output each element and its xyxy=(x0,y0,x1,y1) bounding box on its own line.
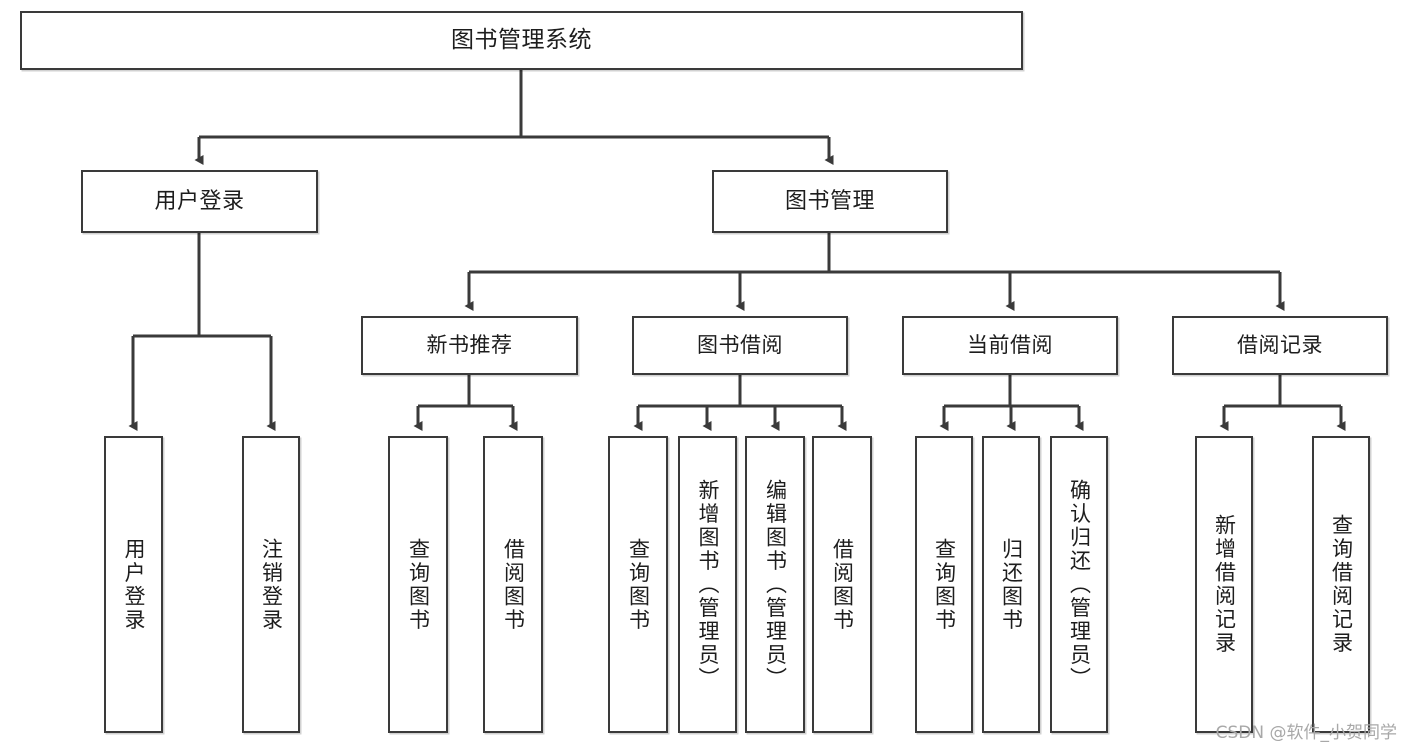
node-label: 新书推荐 xyxy=(426,333,513,358)
node-label: 当前借阅 xyxy=(967,333,1053,358)
node-label: 借阅图书 xyxy=(501,537,526,632)
node-label: 用户登录 xyxy=(122,537,146,632)
node-leaf-query-book-3[interactable]: 查询图书 xyxy=(915,436,973,733)
node-user-login[interactable]: 用户登录 xyxy=(81,170,318,233)
connector-currentborrow-to-leaves xyxy=(939,375,1084,431)
node-leaf-edit-book[interactable]: 编辑图书（管理员） xyxy=(745,436,805,733)
node-label: 图书管理 xyxy=(784,188,875,214)
node-borrow-record[interactable]: 借阅记录 xyxy=(1172,316,1388,375)
node-leaf-borrow-book-2[interactable]: 借阅图书 xyxy=(812,436,872,733)
node-book-borrow[interactable]: 图书借阅 xyxy=(632,316,848,375)
node-leaf-confirm-return[interactable]: 确认归还（管理员） xyxy=(1050,436,1108,733)
node-label: 查询图书 xyxy=(626,537,651,632)
node-label: 注销登录 xyxy=(259,537,284,632)
connector-borrowrecord-to-leaves xyxy=(1219,375,1346,431)
node-label: 图书管理系统 xyxy=(451,26,592,53)
node-leaf-borrow-book-1[interactable]: 借阅图书 xyxy=(483,436,543,733)
node-leaf-return-book[interactable]: 归还图书 xyxy=(982,436,1040,733)
connector-bookborrow-to-leaves xyxy=(633,375,847,431)
node-leaf-query-book-2[interactable]: 查询图书 xyxy=(608,436,668,733)
node-leaf-add-record[interactable]: 新增借阅记录 xyxy=(1195,436,1253,733)
node-label: 编辑图书（管理员） xyxy=(763,478,788,691)
node-leaf-user-login[interactable]: 用户登录 xyxy=(104,436,163,733)
node-new-book-recommend[interactable]: 新书推荐 xyxy=(361,316,578,375)
node-label: 用户登录 xyxy=(154,188,245,214)
node-label: 确认归还（管理员） xyxy=(1067,478,1092,691)
node-root-system[interactable]: 图书管理系统 xyxy=(20,11,1023,70)
node-label: 新增借阅记录 xyxy=(1212,514,1237,655)
node-label: 新增图书（管理员） xyxy=(696,478,720,691)
connector-bookmanage-to-level3 xyxy=(464,233,1285,311)
node-label: 归还图书 xyxy=(999,537,1024,632)
node-leaf-query-record[interactable]: 查询借阅记录 xyxy=(1312,436,1370,733)
connector-newbook-to-leaves xyxy=(413,375,518,431)
node-label: 查询图书 xyxy=(932,537,957,632)
node-leaf-user-logout[interactable]: 注销登录 xyxy=(242,436,300,733)
node-leaf-query-book-1[interactable]: 查询图书 xyxy=(388,436,448,733)
node-book-manage[interactable]: 图书管理 xyxy=(712,170,948,233)
connector-root-to-level2 xyxy=(194,70,834,165)
connector-userlogin-to-leaves xyxy=(128,233,276,431)
node-label: 借阅记录 xyxy=(1237,333,1323,358)
node-label: 借阅图书 xyxy=(830,537,855,632)
node-label: 查询图书 xyxy=(406,537,431,632)
node-label: 图书借阅 xyxy=(697,333,783,358)
node-label: 查询借阅记录 xyxy=(1329,514,1354,655)
node-current-borrow[interactable]: 当前借阅 xyxy=(902,316,1118,375)
node-leaf-add-book[interactable]: 新增图书（管理员） xyxy=(678,436,737,733)
